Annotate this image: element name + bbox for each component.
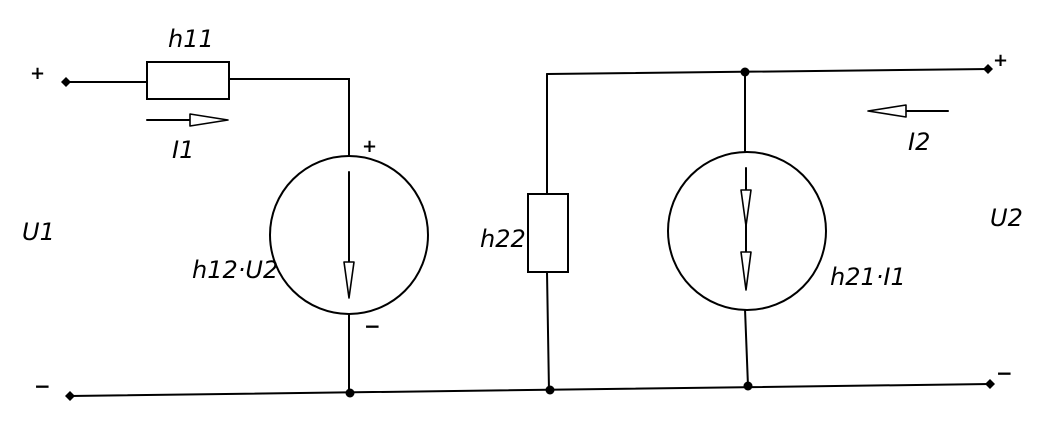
terminal-input-minus: [65, 391, 75, 401]
label-h22: h22: [480, 225, 526, 253]
terminals: [61, 64, 995, 401]
junction-dot: [743, 381, 753, 391]
label-u2: U2: [990, 204, 1023, 232]
sign-output-minus: −: [996, 361, 1013, 385]
current-source-double-arrow: [740, 167, 752, 291]
terminal-output-minus: [985, 379, 995, 389]
sign-input-minus: −: [34, 374, 51, 398]
sign-input-plus: +: [30, 63, 45, 84]
label-h12u2: h12·U2: [192, 256, 278, 284]
terminal-input-plus: [61, 77, 71, 87]
sign-source-plus: +: [362, 136, 377, 157]
wire-h22-bottom: [546, 271, 550, 392]
label-i1: I1: [172, 136, 194, 164]
terminal-output-plus: [983, 64, 993, 74]
sign-output-plus: +: [993, 50, 1008, 71]
ground-bus: [69, 383, 991, 397]
wires: [65, 68, 991, 397]
wire-h11-to-source: [228, 78, 350, 158]
output-top-bus: [546, 68, 991, 75]
resistor-h11: [146, 61, 230, 100]
junction-dot: [345, 388, 355, 398]
label-h21i1: h21·I1: [830, 263, 906, 291]
junction-dot: [545, 385, 555, 395]
current-arrow-i2: [867, 104, 949, 118]
resistor-h22: [527, 193, 569, 273]
sign-source-minus: −: [364, 314, 381, 338]
label-i2: I2: [908, 128, 930, 156]
label-h11: h11: [168, 25, 214, 53]
current-arrow-i1: [146, 113, 229, 127]
junction-dots: [345, 67, 753, 398]
junction-dot: [740, 67, 750, 77]
voltage-source-arrow: [343, 171, 355, 299]
label-u1: U1: [22, 218, 55, 246]
wire-h21-bottom: [744, 308, 749, 387]
